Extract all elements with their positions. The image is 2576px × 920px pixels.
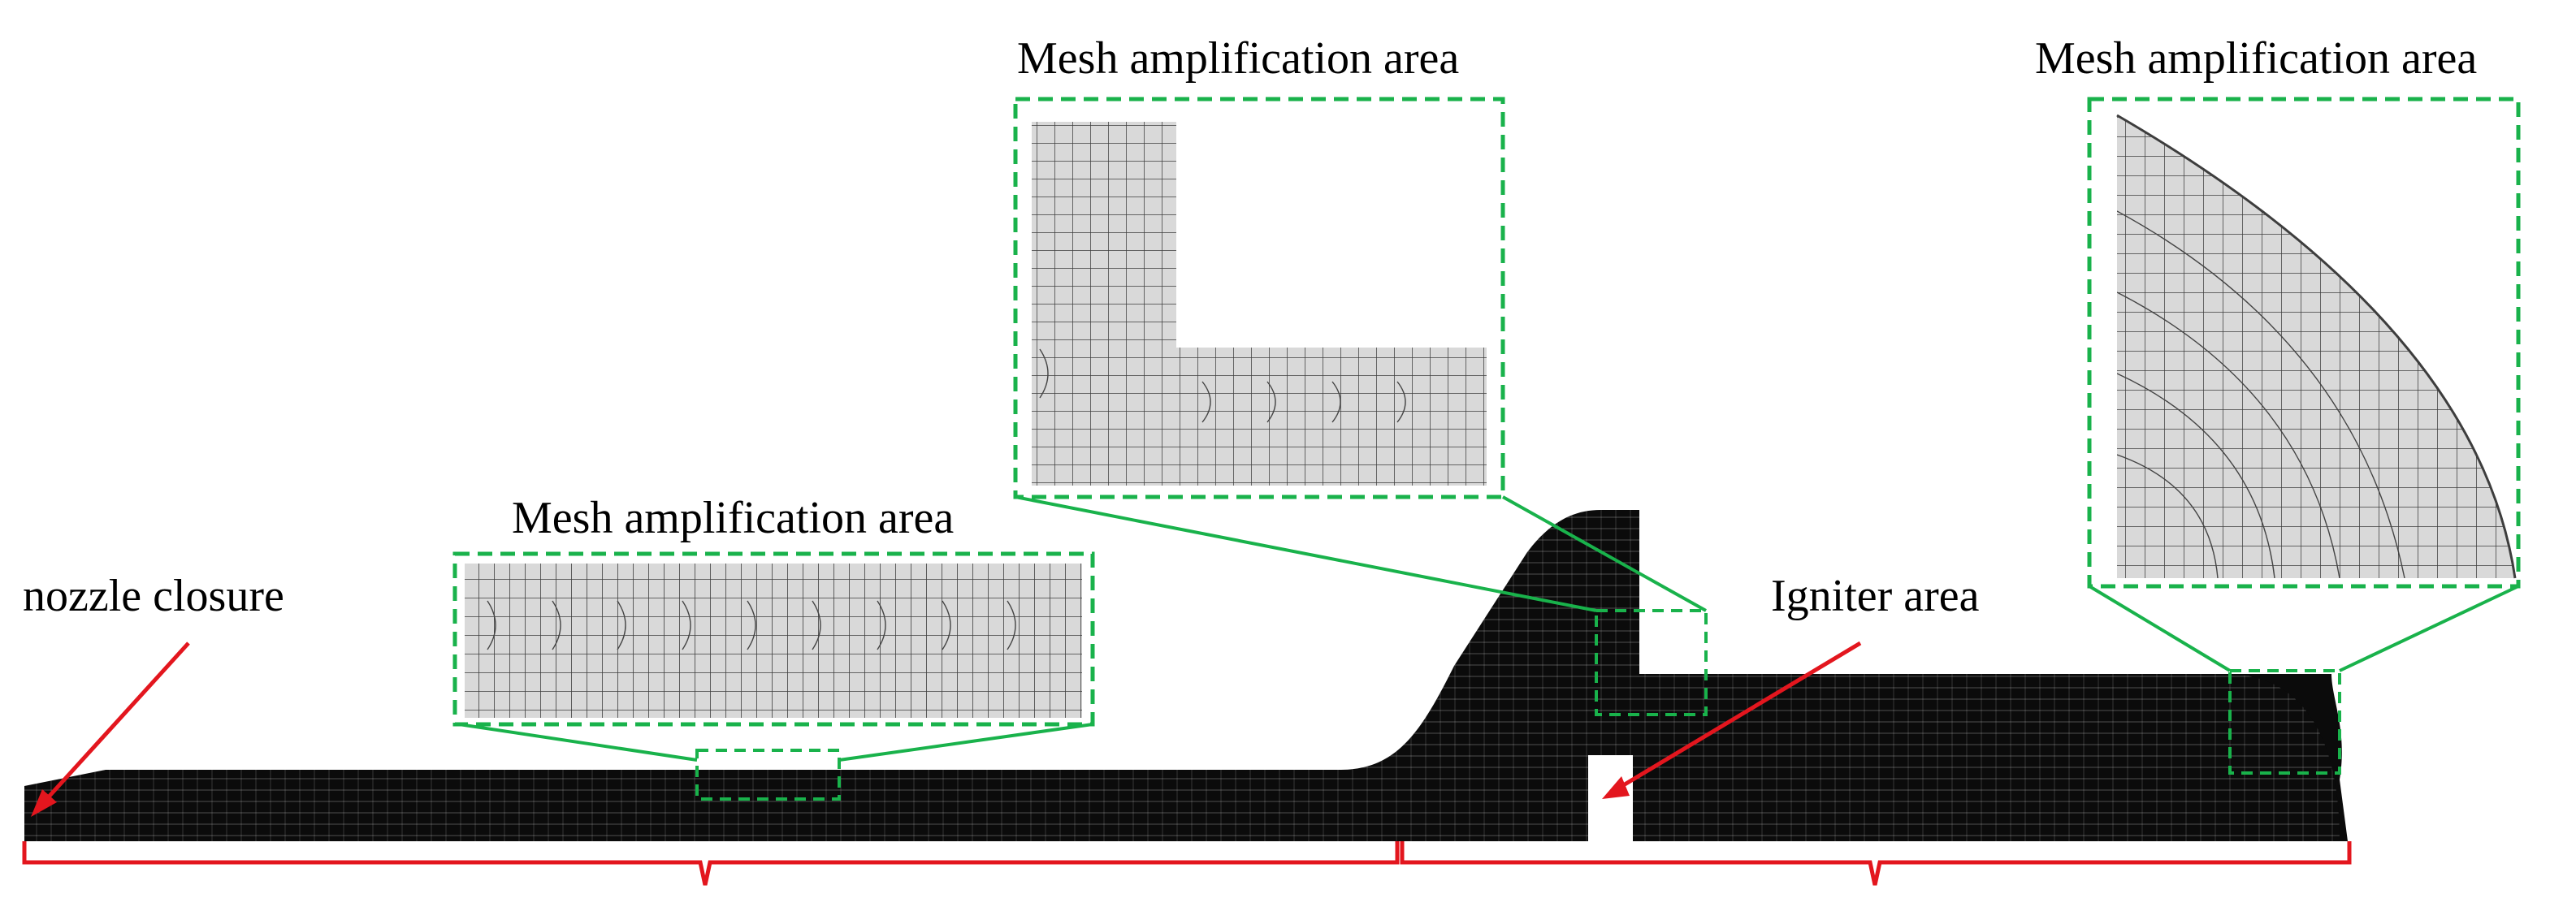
label-mesh-amp-1: Mesh amplification area xyxy=(512,493,954,543)
mesh-texture xyxy=(24,510,2340,841)
zoom-connector-1b xyxy=(838,723,1093,762)
zoom-frame-1 xyxy=(452,551,1095,727)
zoom-source-box-3 xyxy=(2228,669,2341,775)
zoom-source-box-1 xyxy=(695,749,841,801)
nozzle-closure-arrow xyxy=(41,641,190,806)
zoom-source-box-2 xyxy=(1595,609,1708,716)
zoom-region-tube: Mesh amplification area xyxy=(452,493,1095,801)
label-igniter-area: Igniter area xyxy=(1771,571,1980,621)
zoom-region-corner: Mesh amplification area xyxy=(2035,33,2521,775)
motor-mesh-body xyxy=(24,510,2348,844)
nozzle-closure-arrowhead xyxy=(31,789,57,817)
zoom-mesh-corner-edge xyxy=(2116,114,2517,579)
zoom-connector-2b xyxy=(1502,495,1707,612)
igniter-arrowhead xyxy=(1602,776,1630,799)
zoom-connector-3b xyxy=(2339,585,2519,672)
zoom-connector-1a xyxy=(458,723,698,762)
zoom-mesh-tube-curves xyxy=(487,600,1016,650)
label-mesh-amp-3: Mesh amplification area xyxy=(2035,33,2477,84)
brace-left-section xyxy=(22,841,1400,886)
zoom-mesh-step xyxy=(1032,122,1487,486)
igniter-arrow xyxy=(1615,641,1862,792)
brace-right-section xyxy=(1400,841,2352,886)
label-mesh-amp-2: Mesh amplification area xyxy=(1017,33,1459,84)
zoom-mesh-corner xyxy=(2117,115,2515,578)
zoom-connector-3a xyxy=(2088,585,2232,672)
zoom-frame-2 xyxy=(1013,97,1505,499)
zoom-region-step: Mesh amplification area xyxy=(1013,33,1708,716)
label-nozzle-closure: nozzle closure xyxy=(23,571,284,621)
zoom-connector-2a xyxy=(1015,495,1597,612)
callouts: nozzle closure Igniter area xyxy=(22,571,2352,886)
zoom-mesh-corner-arcs xyxy=(2117,210,2405,578)
zoom-mesh-tube xyxy=(465,564,1082,718)
zoom-frame-3 xyxy=(2087,97,2521,589)
igniter-notch xyxy=(1588,755,1633,844)
zoom-mesh-step-curves xyxy=(1039,348,1406,423)
